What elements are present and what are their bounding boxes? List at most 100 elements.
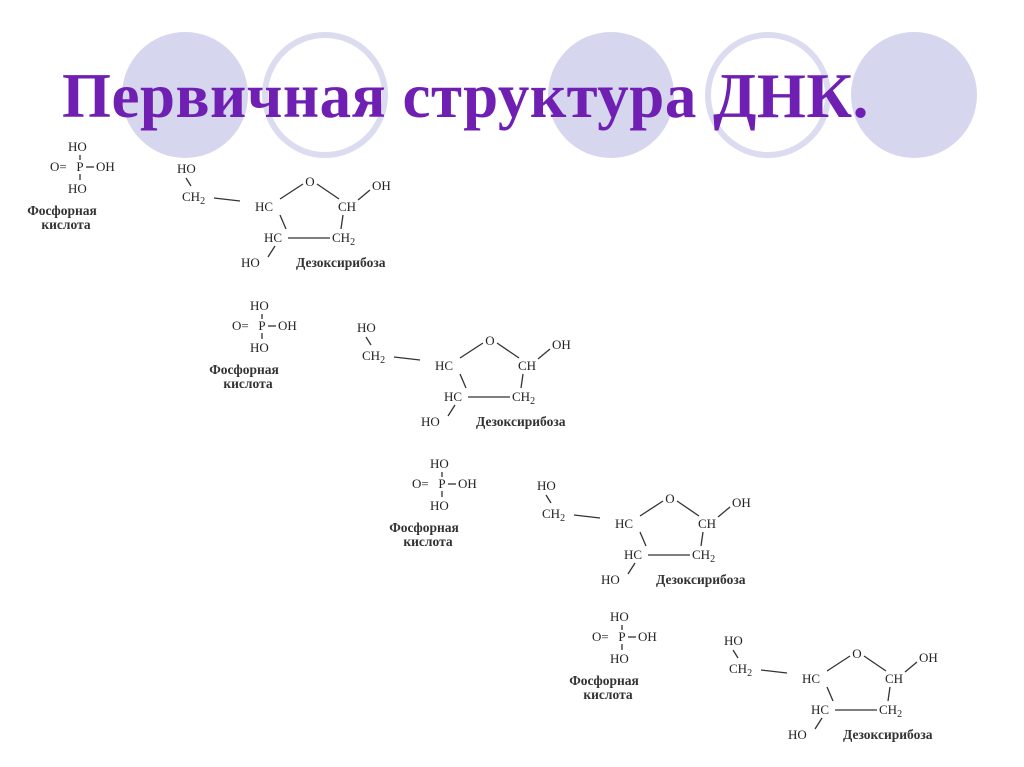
unit-1-sugar-c4: HC xyxy=(255,199,273,214)
unit-3-phosphate-oh: OH xyxy=(458,476,477,491)
unit-4-sugar-ho-c3: HO xyxy=(788,727,807,742)
unit-2-sugar-c4: HC xyxy=(435,358,453,373)
unit-2-phosphate-caption-line-2: кислота xyxy=(223,376,272,391)
unit-2-sugar-c2: CH2 xyxy=(512,389,535,407)
unit-1-sugar-ho-c3: HO xyxy=(241,255,260,270)
unit-1-phosphate-oh: OH xyxy=(96,159,115,174)
unit-3-sugar-bond-o-c1 xyxy=(676,500,700,517)
unit-2-phosphate-oxygen: O= xyxy=(232,318,249,333)
unit-3-phosphate-ho-top: HO xyxy=(430,456,449,471)
unit-4-sugar-bond-c3-oh xyxy=(814,717,823,730)
unit-2-sugar-bond-c3-oh xyxy=(447,404,456,417)
unit-1-phosphate-caption-line-2: кислота xyxy=(41,217,90,232)
unit-3-sugar-ho-side: HO xyxy=(537,478,556,493)
unit-3-sugar-c4: HC xyxy=(615,516,633,531)
unit-4-phosphate-ho-top: HO xyxy=(610,609,629,624)
unit-2-sugar-ring-oxygen: O xyxy=(485,333,494,348)
unit-1-sugar-c2: CH2 xyxy=(332,230,355,248)
unit-4-phosphate-caption-line-2: кислота xyxy=(583,687,632,702)
unit-4-sugar-bond-o-c4 xyxy=(826,655,851,672)
unit-2-sugar-ho-side: HO xyxy=(357,320,376,335)
unit-2-sugar-bond-side xyxy=(365,336,372,346)
decor-circle-3 xyxy=(548,32,674,158)
unit-1-phosphate-phosphorus: P xyxy=(76,159,83,174)
unit-1-sugar-bond-c1-oh xyxy=(357,189,371,201)
unit-2-sugar-bond-o-c1 xyxy=(496,342,520,359)
unit-3-sugar-bond-chain xyxy=(573,514,601,519)
unit-3-sugar-bond-c4-c3 xyxy=(639,531,647,547)
unit-4-phosphate-caption-line-1: Фосфорная xyxy=(569,673,639,688)
unit-4-sugar-bond-c1-oh xyxy=(904,661,918,673)
decor-circle-5 xyxy=(851,32,977,158)
unit-4-phosphate-oh: OH xyxy=(638,629,657,644)
unit-2-phosphate-oh: OH xyxy=(278,318,297,333)
unit-2-sugar-bond-c4-c3 xyxy=(459,373,467,389)
unit-1-sugar-bond-chain xyxy=(213,197,241,202)
unit-2-phosphate-caption-line-1: Фосфорная xyxy=(209,362,279,377)
unit-3-sugar-bond-c1-c2 xyxy=(700,531,704,547)
unit-3-sugar-c1: CH xyxy=(698,516,716,531)
unit-2-sugar-c1: CH xyxy=(518,358,536,373)
unit-4-sugar-c3: HC xyxy=(811,702,829,717)
unit-3-sugar-bond-o-c4 xyxy=(639,500,664,517)
unit-3-phosphate-caption-line-2: кислота xyxy=(403,534,452,549)
unit-2-sugar-bond-o-c4 xyxy=(459,342,484,359)
unit-4-sugar-ho-side: HO xyxy=(724,633,743,648)
unit-1-sugar-c1: CH xyxy=(338,199,356,214)
unit-4-sugar-bond-c4-c3 xyxy=(826,686,834,702)
unit-1-sugar-ring-oxygen: O xyxy=(305,174,314,189)
unit-1-sugar-bond-o-c4 xyxy=(279,183,304,200)
unit-4-phosphate-ho-bottom: HO xyxy=(610,651,629,666)
unit-4-sugar-c4: HC xyxy=(802,671,820,686)
unit-3-sugar-bond-c3-oh xyxy=(627,562,636,575)
unit-2-phosphate-phosphorus: P xyxy=(258,318,265,333)
unit-4-sugar-ch2-side: CH2 xyxy=(729,661,752,679)
unit-1-sugar-ho-side: HO xyxy=(177,161,196,176)
unit-3-sugar-oh-c1: OH xyxy=(732,495,751,510)
unit-3-sugar-c2: CH2 xyxy=(692,547,715,565)
unit-3-phosphate-oxygen: O= xyxy=(412,476,429,491)
unit-4-sugar-oh-c1: OH xyxy=(919,650,938,665)
unit-4-sugar-caption: Дезоксирибоза xyxy=(843,727,933,742)
unit-2-sugar-ch2-side: CH2 xyxy=(362,348,385,366)
unit-2-sugar-oh-c1: OH xyxy=(552,337,571,352)
page-title: Первичная структура ДНК. xyxy=(62,61,869,131)
unit-3-sugar-bond-c1-oh xyxy=(717,506,731,518)
decor-circle-2 xyxy=(262,32,388,158)
unit-4-phosphate-phosphorus: P xyxy=(618,629,625,644)
unit-2-phosphate-ho-top: HO xyxy=(250,298,269,313)
decor-circle-1 xyxy=(122,32,248,158)
unit-1-sugar-c3: HC xyxy=(264,230,282,245)
unit-3-sugar-c3: HC xyxy=(624,547,642,562)
unit-4-sugar-bond-c1-c2 xyxy=(887,686,891,702)
unit-1-sugar-bond-o-c1 xyxy=(316,183,340,200)
unit-1-sugar-bond-side xyxy=(185,177,192,187)
unit-2-sugar-bond-chain xyxy=(393,356,421,361)
unit-2-phosphate-ho-bottom: HO xyxy=(250,340,269,355)
unit-1-phosphate-ho-top: HO xyxy=(68,139,87,154)
unit-1-sugar-bond-c4-c3 xyxy=(279,214,287,230)
unit-1-phosphate-caption-line-1: Фосфорная xyxy=(27,203,97,218)
unit-4-sugar-bond-o-c1 xyxy=(863,655,887,672)
unit-3-sugar-ch2-side: CH2 xyxy=(542,506,565,524)
unit-4-sugar-c2: CH2 xyxy=(879,702,902,720)
unit-1-sugar-bond-c1-c2 xyxy=(340,214,344,230)
unit-2-sugar-c3: HC xyxy=(444,389,462,404)
unit-4-sugar-c1: CH xyxy=(885,671,903,686)
unit-2-sugar-caption: Дезоксирибоза xyxy=(476,414,566,429)
unit-3-sugar-caption: Дезоксирибоза xyxy=(656,572,746,587)
unit-3-sugar-bond-side xyxy=(545,494,552,504)
decor-circle-4 xyxy=(705,32,831,158)
unit-1-sugar-ch2-side: CH2 xyxy=(182,189,205,207)
unit-3-phosphate-ho-bottom: HO xyxy=(430,498,449,513)
unit-1-sugar-caption: Дезоксирибоза xyxy=(296,255,386,270)
unit-1-sugar-bond-c3-oh xyxy=(267,245,276,258)
unit-3-sugar-ho-c3: HO xyxy=(601,572,620,587)
unit-1-sugar-oh-c1: OH xyxy=(372,178,391,193)
unit-4-sugar-bond-side xyxy=(732,649,739,659)
unit-1-phosphate-oxygen: O= xyxy=(50,159,67,174)
unit-3-phosphate-phosphorus: P xyxy=(438,476,445,491)
unit-2-sugar-bond-c1-c2 xyxy=(520,373,524,389)
